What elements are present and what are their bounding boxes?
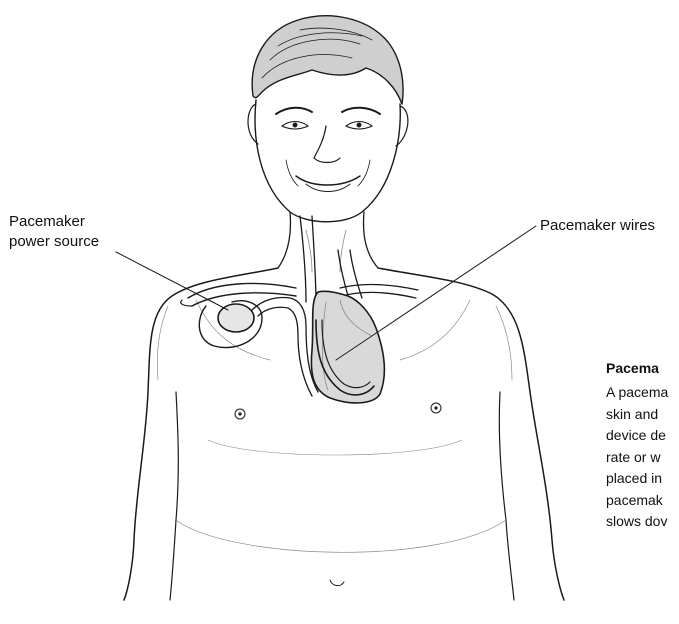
caption-line: skin and [606, 404, 679, 426]
heart-drawing [311, 250, 384, 403]
face-drawing [248, 100, 408, 222]
power-source-label-line-1: Pacemaker [9, 212, 99, 232]
caption-line: placed in [606, 468, 679, 490]
power-source-label: Pacemaker power source [9, 212, 99, 252]
caption-line: rate or w [606, 447, 679, 469]
pacemaker-device-drawing [199, 298, 318, 397]
caption-body: A pacema skin and device de rate or w pl… [606, 382, 679, 533]
power-source-label-line-2: power source [9, 232, 99, 252]
caption-box: Pacema A pacema skin and device de rate … [606, 358, 679, 533]
neck-drawing [278, 212, 378, 272]
vein-drawing [181, 216, 418, 306]
caption-title: Pacema [606, 358, 679, 378]
caption-line: device de [606, 425, 679, 447]
caption-line: pacemak [606, 490, 679, 512]
caption-line: A pacema [606, 382, 679, 404]
wires-label: Pacemaker wires [540, 216, 655, 236]
hair-drawing [252, 16, 403, 104]
caption-line: slows dov [606, 511, 679, 533]
